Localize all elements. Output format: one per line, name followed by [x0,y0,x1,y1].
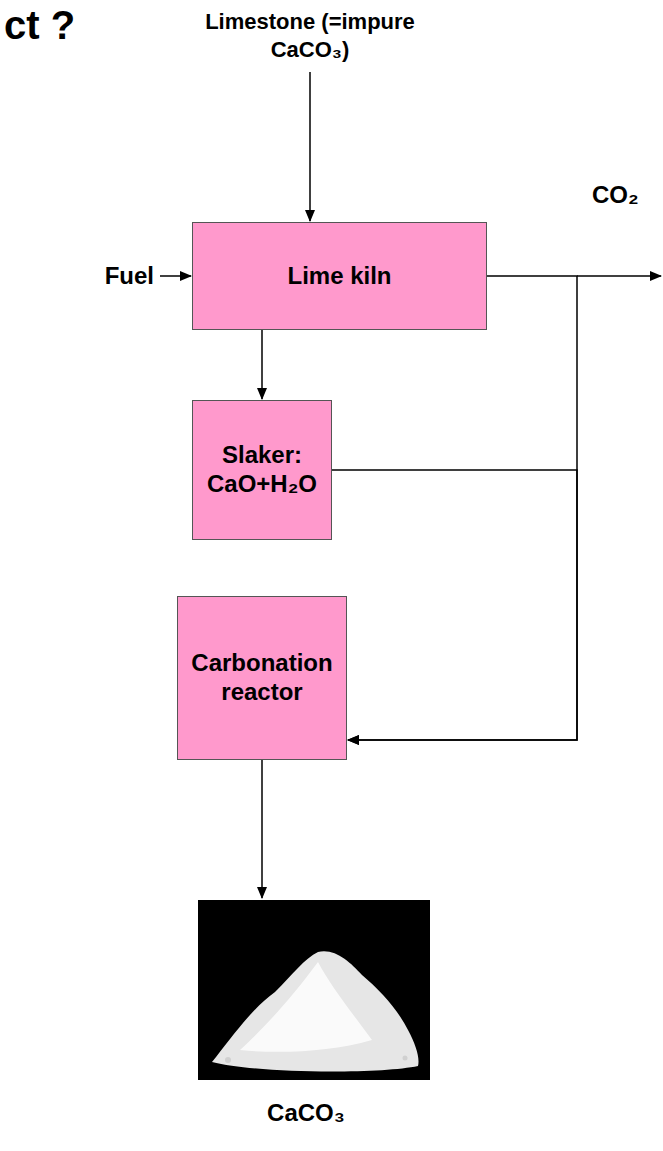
powder-picture [198,900,430,1080]
box-text: Slaker: CaO+H₂O [193,441,331,499]
process-box: Slaker: CaO+H₂O [192,400,332,540]
process-box: Carbonation reactor [177,596,347,760]
flow-label: Fuel [70,261,154,291]
product-arrow [261,760,263,898]
feed-arrow [309,72,311,221]
flow-arrow [332,470,577,740]
title-fragment: ct ? [4,0,124,50]
flow-label: CO₂ [592,180,662,210]
co2-outlet-arrow [577,275,661,277]
box-text: Carbonation reactor [178,649,346,707]
box-text: Lime kiln [287,262,391,291]
flow-label: Limestone (=impure CaCO₃) [190,8,430,63]
flow-label: CaCO₃ [226,1098,386,1128]
process-box: Lime kiln [192,222,487,330]
flow-arrow [348,276,577,740]
flow-arrow [261,330,263,399]
fuel-arrow [160,275,191,277]
